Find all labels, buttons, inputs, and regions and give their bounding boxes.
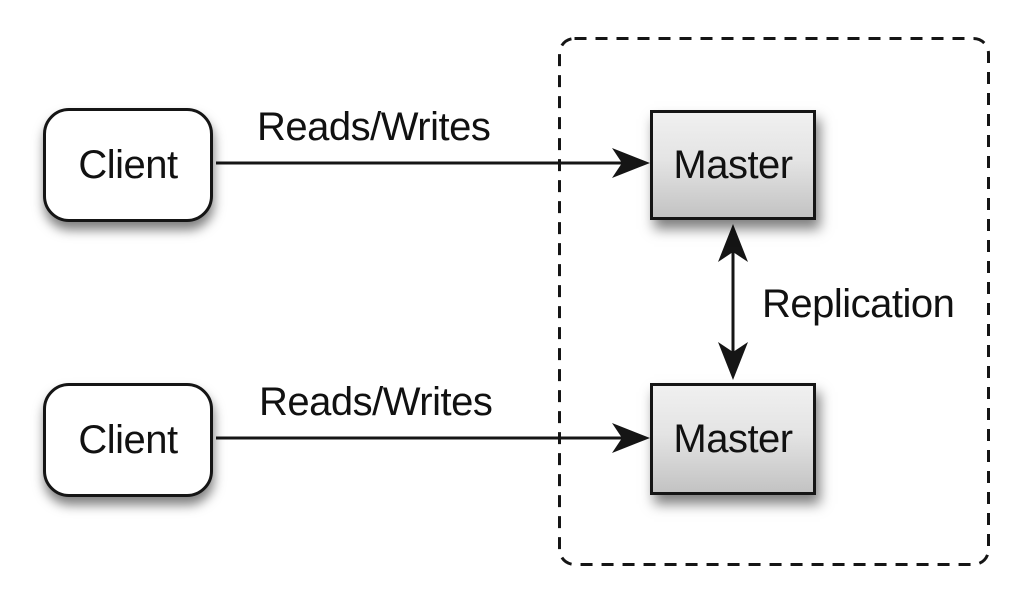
client-node-top: Client — [43, 108, 213, 222]
reads-writes-arrow-top — [216, 148, 650, 178]
arrowhead-right-bottom — [612, 423, 650, 453]
replication-arrow — [718, 224, 748, 380]
master-node-bottom-label: Master — [673, 416, 793, 461]
replication-label: Replication — [762, 282, 955, 326]
arrowhead-up — [718, 224, 748, 262]
master-node-bottom: Master — [650, 383, 816, 495]
master-node-top-label: Master — [673, 142, 793, 187]
client-node-bottom-label: Client — [78, 417, 178, 462]
replication-boundary-border — [558, 37, 990, 566]
reads-writes-label-bottom: Reads/Writes — [259, 380, 493, 424]
client-node-top-label: Client — [78, 142, 178, 187]
reads-writes-arrow-bottom — [216, 423, 650, 453]
arrowhead-right-top — [612, 148, 650, 178]
arrowhead-down — [718, 342, 748, 380]
client-node-bottom: Client — [43, 383, 213, 497]
master-node-top: Master — [650, 110, 816, 220]
reads-writes-label-top: Reads/Writes — [257, 105, 491, 149]
